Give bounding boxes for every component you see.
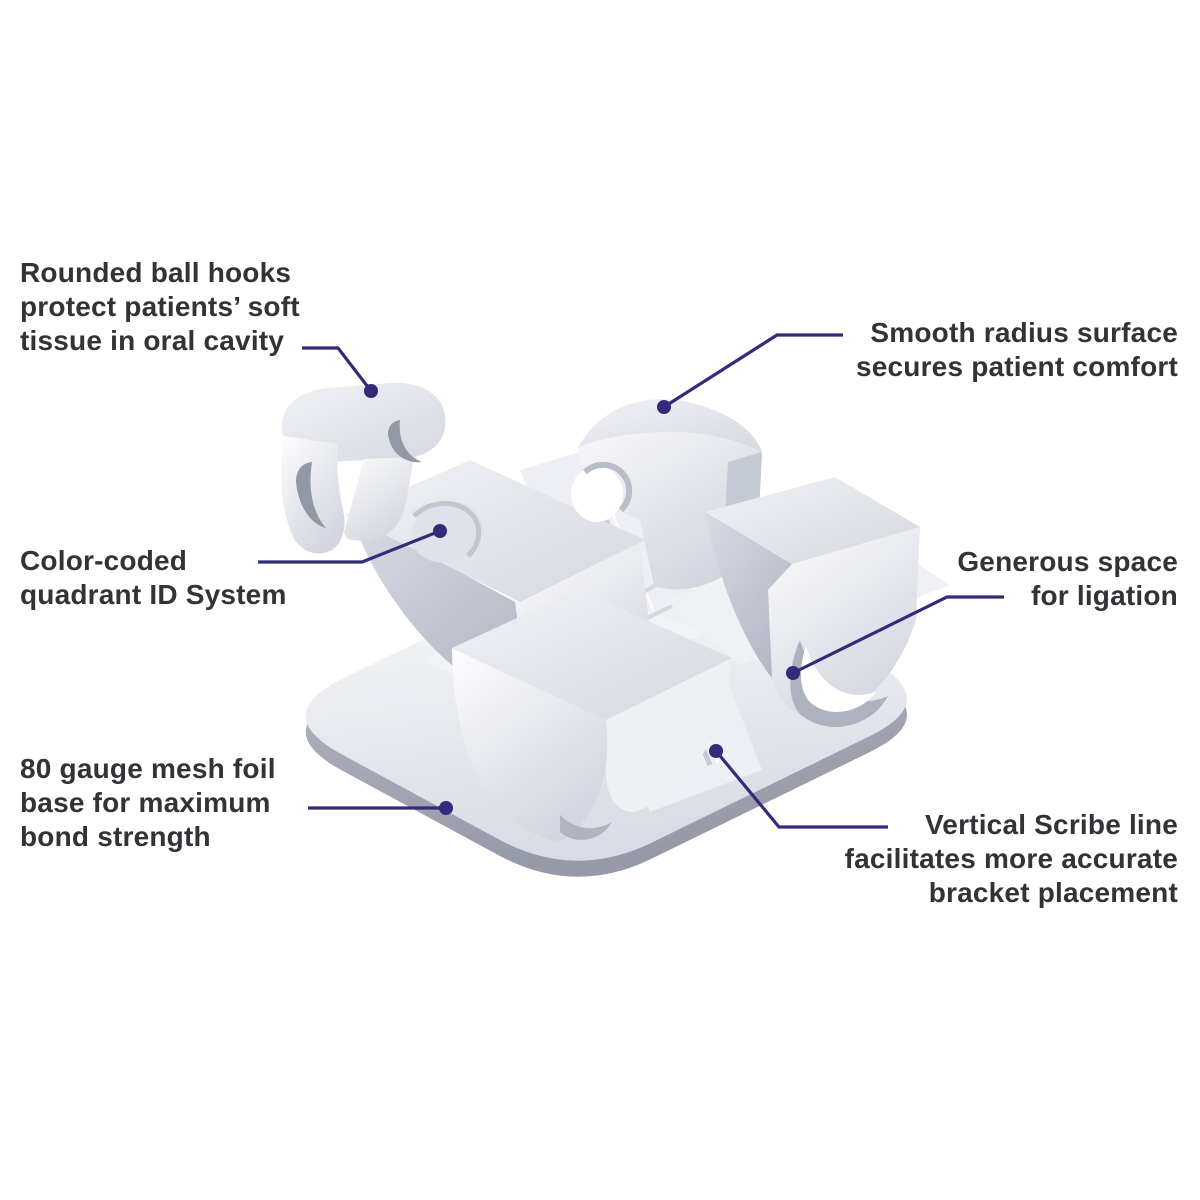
quadrant-id-circle <box>411 501 483 563</box>
wing-upper-right-top <box>578 399 762 452</box>
bracket-body <box>281 382 950 877</box>
label-color-coded-quadrant-id: Color-coded quadrant ID System <box>20 545 287 610</box>
label-generous-ligation-space: Generous space for ligation <box>957 546 1178 611</box>
wing-lower-left-top <box>452 590 732 720</box>
callout-line-scribe <box>714 749 888 829</box>
wing-lower-left-inner <box>606 658 732 812</box>
callout-dot-smooth-surface <box>657 400 671 414</box>
ball-hook <box>281 382 446 554</box>
wing-upper-left-top <box>345 460 645 602</box>
quadrant-id-ring <box>412 501 482 558</box>
callout-dot-color-coded <box>433 524 447 538</box>
callout-dot-ligation <box>786 666 800 680</box>
ball-hook-crescent-right <box>388 420 422 463</box>
wing-lower-left <box>452 590 732 842</box>
callout-dots <box>364 384 800 815</box>
ball-hook-arm <box>281 436 345 554</box>
wing-lower-left-saddle-shadow <box>560 815 612 840</box>
ball-hook-connector <box>344 457 414 541</box>
label-vertical-scribe-line: Vertical Scribe line facilitates more ac… <box>844 809 1178 908</box>
label-rounded-ball-hooks: Rounded ball hooks protect patients’ sof… <box>20 257 300 356</box>
callout-line-ligation <box>792 595 1004 675</box>
label-mesh-foil-base: 80 gauge mesh foil base for maximum bond… <box>20 753 276 852</box>
wing-lower-left-front <box>452 648 608 842</box>
wing-upper-right-notch-shadow <box>582 461 633 513</box>
wing-lower-right <box>705 477 920 727</box>
ball-hook-crescent-left <box>296 462 326 528</box>
callout-line-smooth-surface <box>663 333 843 409</box>
callout-dot-ball-hooks <box>364 384 378 398</box>
callout-line-ball-hooks <box>302 346 373 392</box>
label-smooth-radius-surface: Smooth radius surface secures patient co… <box>855 317 1178 382</box>
callout-dot-mesh-base <box>439 801 453 815</box>
wing-lower-right-top <box>705 477 920 564</box>
callout-line-color-coded <box>258 529 441 564</box>
callout-lines <box>258 333 1004 829</box>
ligation-cavity-highlight <box>801 646 876 712</box>
callout-dot-scribe <box>709 744 723 758</box>
wing-upper-right-notch <box>571 466 623 522</box>
